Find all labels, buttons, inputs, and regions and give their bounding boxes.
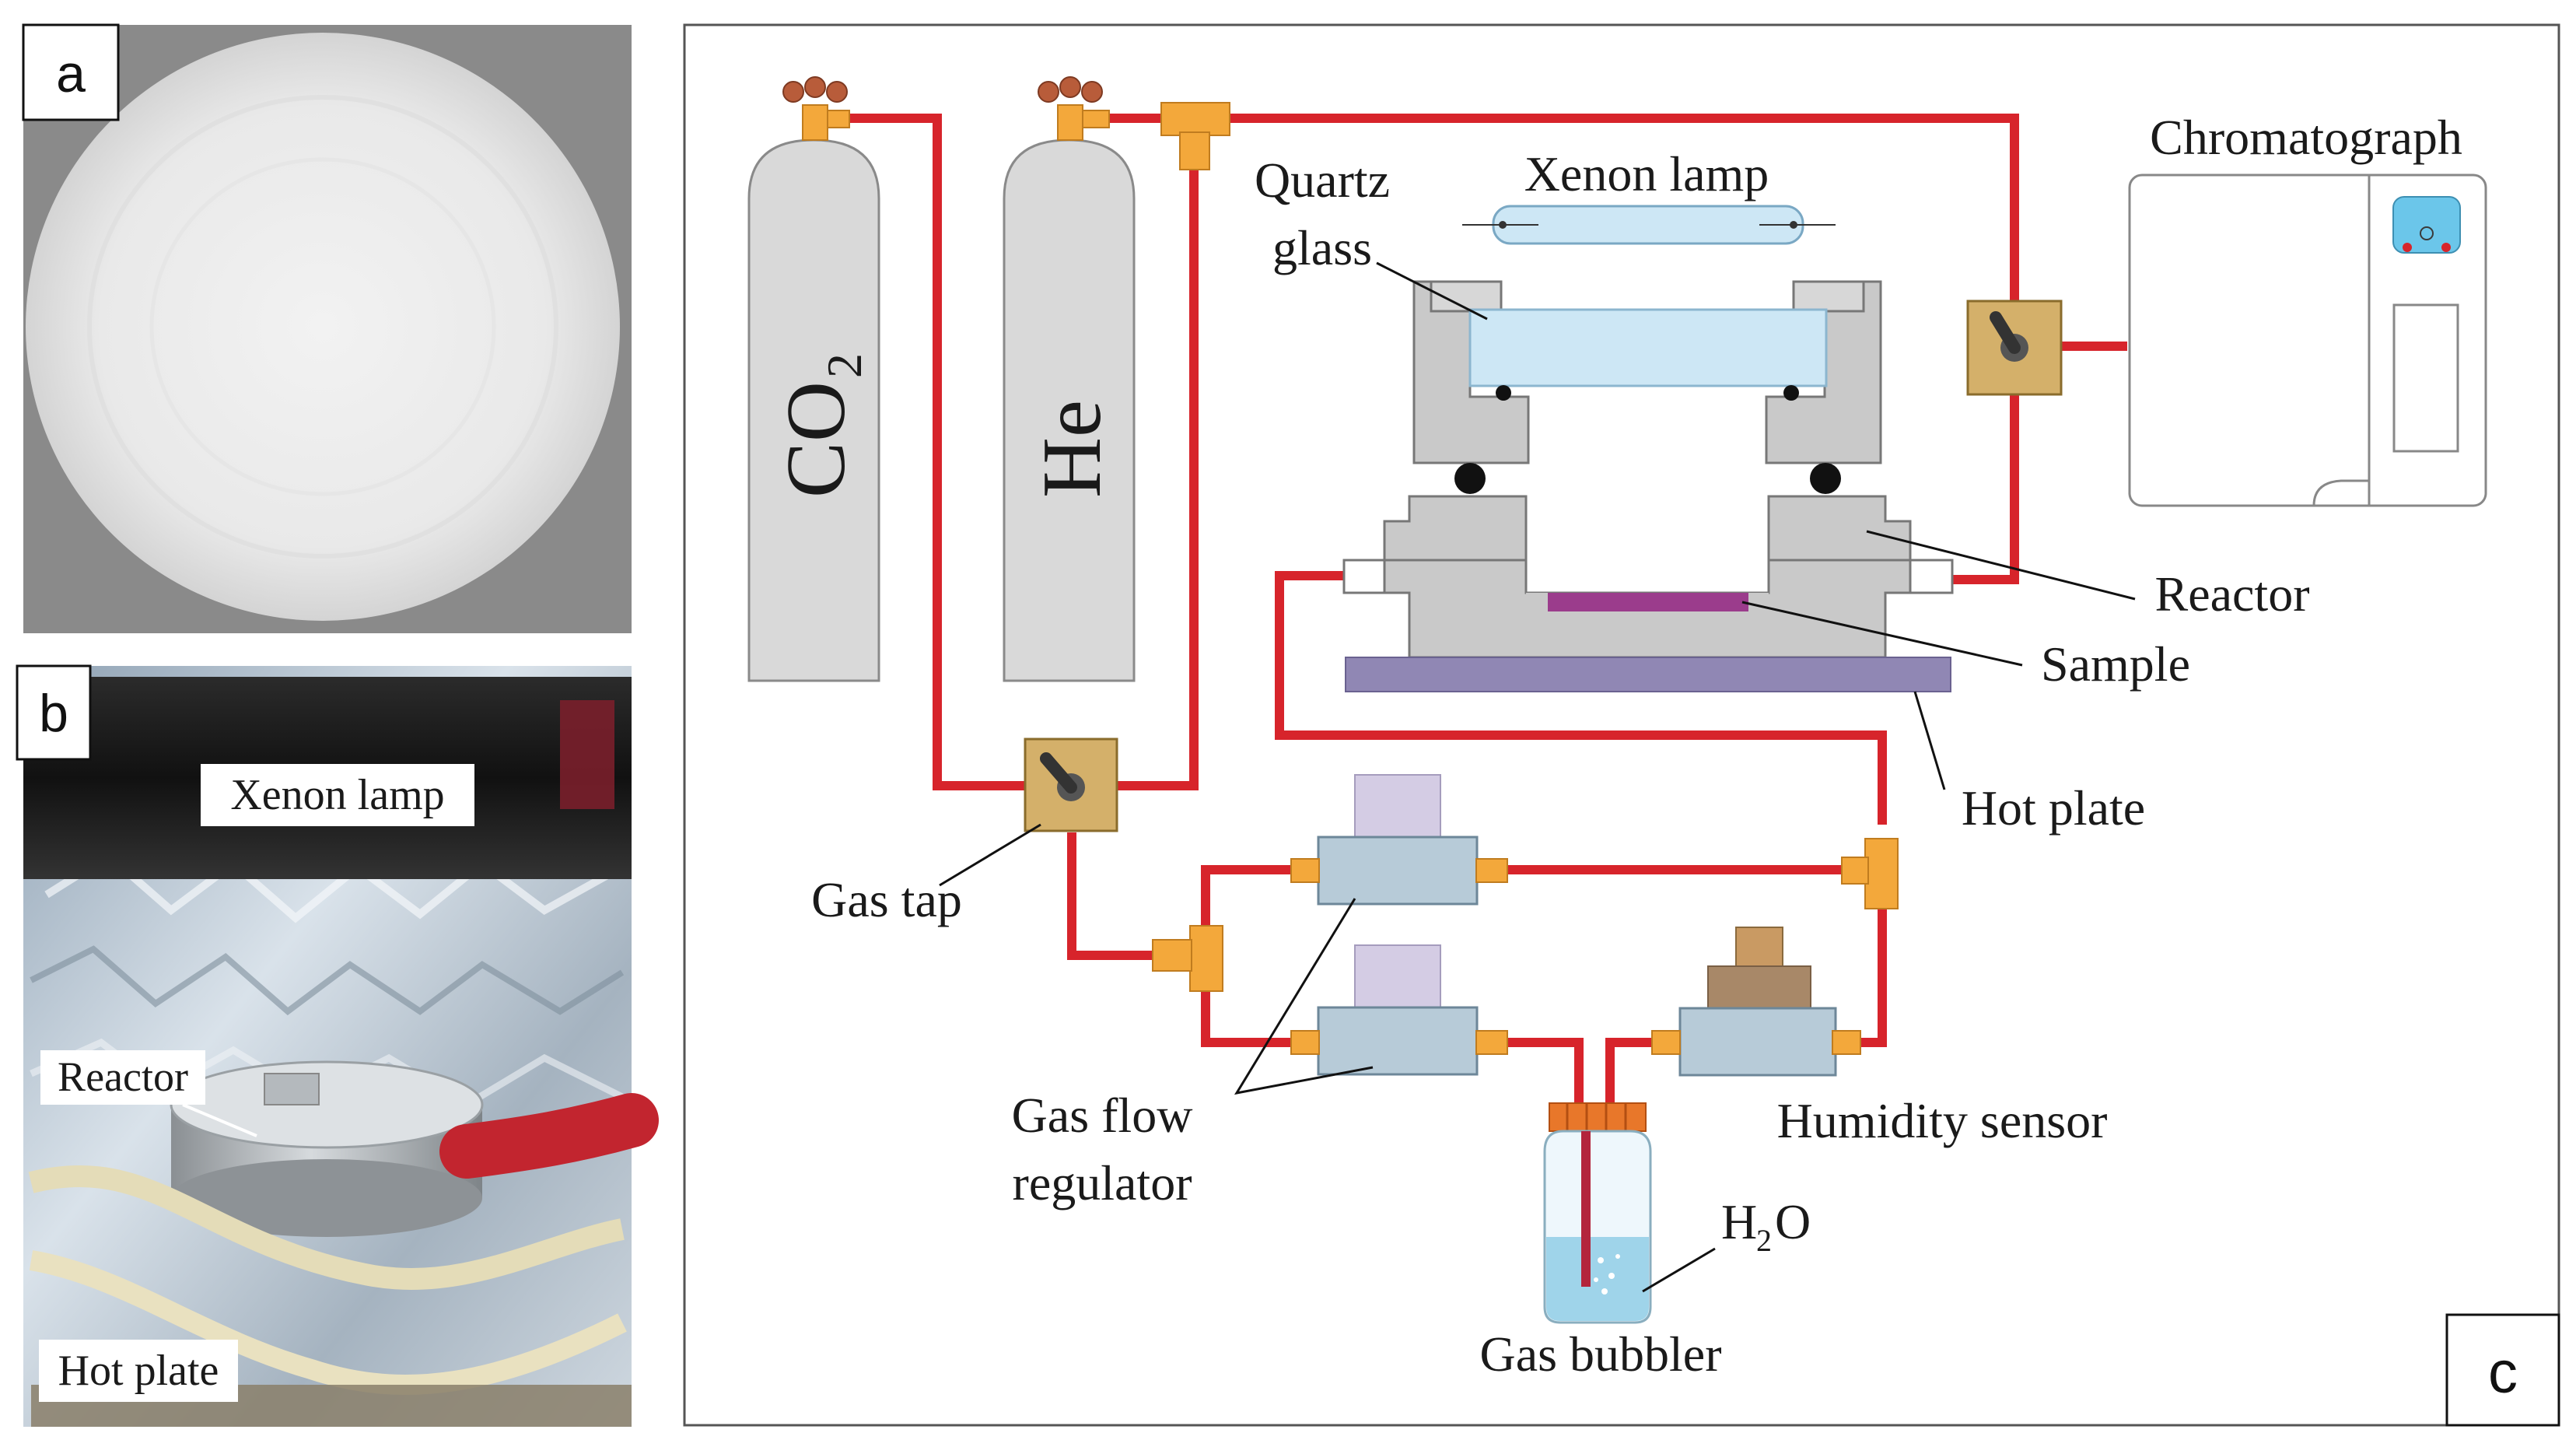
gas-flow-label-line2: regulator — [1013, 1155, 1192, 1211]
reactor-leader — [1866, 530, 2136, 601]
panel-a-letter: a — [56, 44, 86, 103]
gas-flow-regulator-top — [1290, 774, 1508, 906]
t-fitting-right — [1841, 838, 1899, 909]
panel-b-hot-plate-label: Hot plate — [58, 1347, 219, 1395]
gas-bubbler-label: Gas bubbler — [1479, 1326, 1721, 1382]
gas-flow-regulator-bottom — [1290, 944, 1508, 1076]
chromatograph-valve — [1966, 300, 2063, 396]
he-valve-knob — [1038, 76, 1103, 103]
heated-hose-photo — [439, 1093, 659, 1179]
quartz-label-line1: Quartz — [1255, 152, 1390, 208]
co2-valve-knob — [782, 76, 848, 103]
co2-subscript: 2 — [817, 353, 872, 378]
panel-b-xenon-lamp-label-box — [201, 764, 474, 826]
gas-bubbler — [1543, 1102, 1652, 1324]
hot-plate-label: Hot plate — [1962, 780, 2145, 836]
he-cylinder — [1003, 76, 1136, 682]
quartz-glass — [1468, 308, 1828, 387]
gas-flow-leader — [1234, 898, 1374, 1095]
panel-c-letter: c — [2488, 1340, 2518, 1406]
xenon-lamp-label: Xenon lamp — [1524, 146, 1769, 201]
gas-tap-leader — [939, 823, 1041, 887]
xenon-lamp-tube — [1462, 205, 1836, 245]
catalyst-disc — [26, 33, 620, 621]
chromatograph-display — [2392, 196, 2461, 254]
t-fitting-lower — [1152, 925, 1223, 992]
t-fitting-top — [1160, 102, 1230, 170]
gas-tap — [1024, 738, 1118, 832]
panel-c: CO 2 He Gas tap — [683, 23, 2560, 1427]
panel-b-reactor-label: Reactor — [58, 1053, 188, 1100]
h2o-label: H 2 O — [1721, 1194, 1811, 1258]
reactor-diagram — [1342, 280, 1954, 692]
panel-b-xenon-lamp-label: Xenon lamp — [230, 771, 444, 819]
humidity-sensor — [1651, 927, 1861, 1077]
panel-c-letter-box — [2445, 1313, 2560, 1427]
sample-label: Sample — [2041, 636, 2190, 692]
quartz-leader — [1376, 261, 1488, 321]
humidity-sensor-label: Humidity sensor — [1777, 1093, 2108, 1148]
reactor-label: Reactor — [2155, 566, 2310, 622]
chromatograph — [2128, 173, 2487, 507]
sample-leader — [1741, 601, 2023, 667]
he-label: He — [1026, 400, 1118, 498]
panel-a-letter-box — [22, 23, 120, 121]
panel-b-reactor-leader — [182, 1103, 257, 1137]
h2o-label-subscript: 2 — [1756, 1223, 1772, 1258]
panel-a: a — [22, 23, 632, 633]
panel-b: b Xenon lamp Reactor Hot plate — [16, 664, 659, 1427]
hot-plate-diagram — [1345, 657, 1951, 692]
chromatograph-door — [2392, 303, 2459, 453]
gas-flow-label-line1: Gas flow — [1012, 1088, 1193, 1143]
gas-tap-label: Gas tap — [811, 872, 962, 927]
h2o-label-h: H — [1721, 1194, 1757, 1249]
h2o-label-o: O — [1775, 1194, 1811, 1249]
co2-label: CO — [770, 381, 863, 498]
quartz-label-line2: glass — [1272, 220, 1372, 275]
panel-b-reactor-label-box — [40, 1050, 205, 1105]
panel-b-hot-plate-label-box — [39, 1340, 238, 1402]
chromatograph-label: Chromatograph — [2150, 110, 2462, 165]
panel-b-letter: b — [39, 684, 68, 743]
hot-plate-leader — [1913, 691, 1946, 790]
sample-layer — [1548, 593, 1748, 611]
co2-cylinder — [747, 76, 880, 682]
panel-b-letter-box — [16, 664, 92, 761]
h2o-leader — [1642, 1247, 1716, 1293]
